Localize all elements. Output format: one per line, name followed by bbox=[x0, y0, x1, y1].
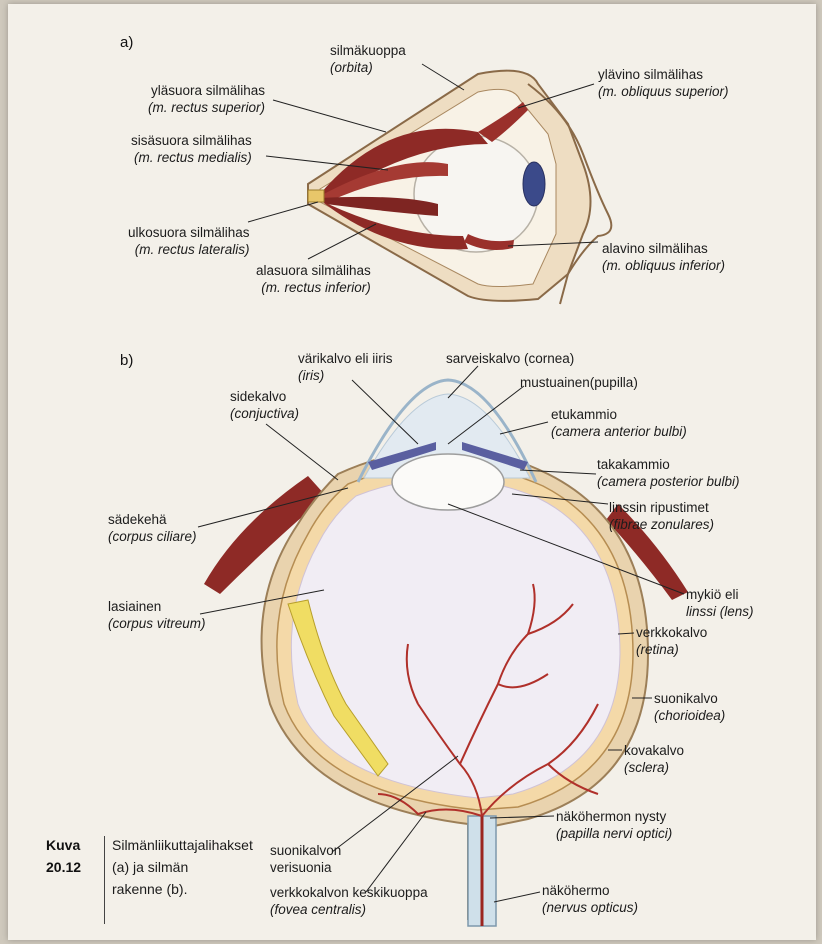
label-suonikalvo: suonikalvo(chorioidea) bbox=[654, 690, 725, 724]
label-sidekalvo: sidekalvo(conjuctiva) bbox=[230, 388, 299, 422]
label-etukammio: etukammio(camera anterior bulbi) bbox=[551, 406, 687, 440]
label-sadekeha: sädekehä(corpus ciliare) bbox=[108, 511, 197, 545]
label-alasuora: alasuora silmälihas(m. rectus inferior) bbox=[256, 262, 371, 296]
leader-alasuora bbox=[308, 224, 376, 259]
label-kovakalvo: kovakalvo(sclera) bbox=[624, 742, 684, 776]
vitreous-b bbox=[291, 478, 620, 798]
label-alavino: alavino silmälihas(m. obliquus inferior) bbox=[602, 240, 725, 274]
label-linssin: linssin ripustimet(fibrae zonulares) bbox=[609, 499, 714, 533]
label-sisasuora: sisäsuora silmälihas(m. rectus medialis) bbox=[131, 132, 252, 166]
label-ylasuora: yläsuora silmälihas(m. rectus superior) bbox=[148, 82, 265, 116]
leader-ylasuora bbox=[273, 100, 386, 132]
label-verkkokalvo: verkkokalvo(retina) bbox=[636, 624, 707, 658]
label-ulkosuora: ulkosuora silmälihas(m. rectus lateralis… bbox=[128, 224, 250, 258]
label-varikalvo: värikalvo eli iiris(iris) bbox=[298, 350, 393, 384]
cornea-a bbox=[523, 162, 545, 206]
book-page: a) b) silmäkuoppa(orbita) yläsuora silmä… bbox=[8, 4, 816, 940]
caption-divider bbox=[104, 836, 105, 924]
leader-nakohermo bbox=[494, 892, 540, 902]
panel-label-a: a) bbox=[120, 34, 133, 51]
label-keskikuoppa: verkkokalvon keskikuoppa(fovea centralis… bbox=[270, 884, 428, 918]
caption-text: Silmänliikuttajalihakset (a) ja silmän r… bbox=[112, 834, 207, 900]
label-nakohermon-nysty: näköhermon nysty(papilla nervi optici) bbox=[556, 808, 672, 842]
caption-keyword: Kuva 20.12 bbox=[46, 834, 98, 878]
label-nakohermo: näköhermo(nervus opticus) bbox=[542, 882, 638, 916]
lens-b bbox=[392, 454, 504, 510]
label-lasiainen: lasiainen(corpus vitreum) bbox=[108, 598, 206, 632]
leader-silmakuoppa bbox=[422, 64, 464, 90]
leader-sidekalvo bbox=[266, 424, 338, 480]
label-sarveiskalvo: sarveiskalvo (cornea) bbox=[446, 350, 574, 367]
label-mustuainen: mustuainen(pupilla) bbox=[520, 374, 638, 391]
label-ylavino: ylävino silmälihas(m. obliquus superior) bbox=[598, 66, 729, 100]
leader-keskikuoppa bbox=[366, 812, 426, 892]
label-silmakuoppa: silmäkuoppa(orbita) bbox=[330, 42, 406, 76]
optic-tendon bbox=[308, 190, 324, 202]
leader-ulkosuora bbox=[248, 202, 318, 222]
panel-label-b: b) bbox=[120, 352, 133, 369]
label-takakammio: takakammio(camera posterior bulbi) bbox=[597, 456, 740, 490]
